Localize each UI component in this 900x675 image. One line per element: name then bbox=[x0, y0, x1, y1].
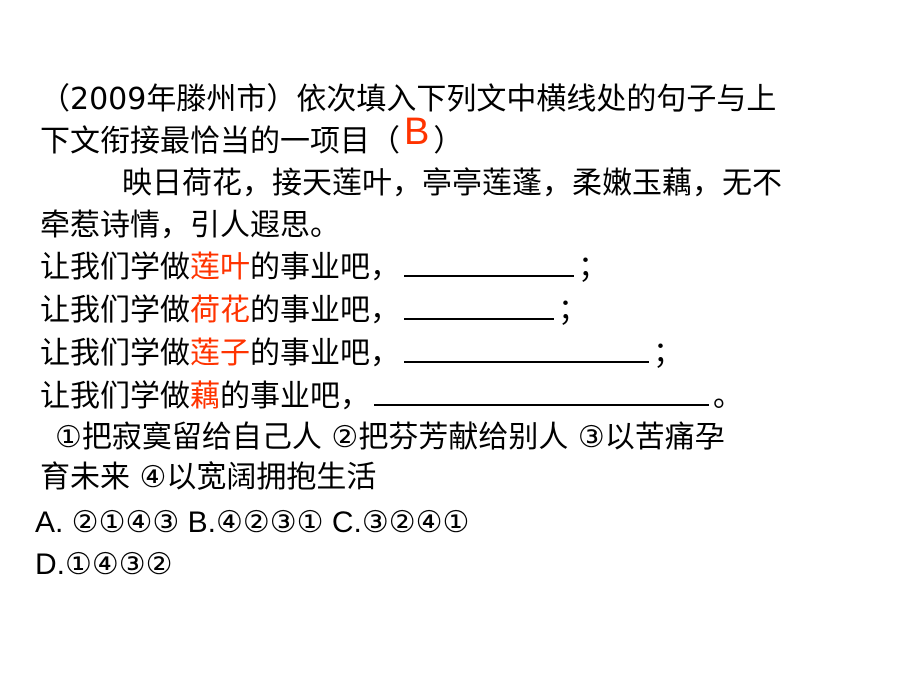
sentence-prefix: 让我们学做 bbox=[40, 336, 190, 371]
choices-line-1: A. ②①④③ B.④②③① C.③②④① bbox=[35, 503, 469, 543]
sentence-prefix: 让我们学做 bbox=[40, 293, 190, 328]
choices-text-2: D.①④③② bbox=[35, 548, 173, 581]
sentence-row: 让我们学做莲叶的事业吧， ； bbox=[40, 248, 608, 288]
answer-blank bbox=[404, 249, 574, 277]
sentence-suffix: 的事业吧， bbox=[250, 250, 400, 285]
sentence-end: ； bbox=[578, 250, 608, 285]
options-text-1: ①把寂寞留给自己人 ②把芬芳献给别人 ③以苦痛孕 bbox=[55, 420, 725, 455]
sentence-suffix: 的事业吧， bbox=[250, 336, 400, 371]
question-close-paren: ） bbox=[433, 124, 464, 159]
answer-blank bbox=[404, 335, 649, 363]
sentence-suffix: 的事业吧， bbox=[220, 379, 370, 414]
sentence-row: 让我们学做莲子的事业吧， ； bbox=[40, 334, 683, 374]
sentence-highlight: 莲子 bbox=[190, 336, 250, 371]
question-line-1: （2009年滕州市）依次填入下列文中横线处的句子与上 bbox=[40, 80, 776, 120]
sentence-prefix: 让我们学做 bbox=[40, 250, 190, 285]
choices-line-2: D.①④③② bbox=[35, 545, 173, 585]
question-text-1: （2009年滕州市）依次填入下列文中横线处的句子与上 bbox=[40, 82, 777, 117]
answer-blank bbox=[404, 292, 554, 320]
question-text-2: 下文衔接最恰当的一项目（ bbox=[40, 124, 400, 159]
sentence-highlight: 荷花 bbox=[190, 293, 250, 328]
choices-text-1: A. ②①④③ B.④②③① C.③②④① bbox=[35, 506, 470, 539]
sentence-end: ； bbox=[558, 293, 588, 328]
sentence-end: ； bbox=[653, 336, 683, 371]
answer-mark: B bbox=[404, 111, 430, 153]
answer-blank bbox=[374, 378, 709, 406]
sentence-row: 让我们学做荷花的事业吧， ； bbox=[40, 291, 588, 331]
sentence-highlight: 莲叶 bbox=[190, 250, 250, 285]
options-line-2: 育未来 ④以宽阔拥抱生活 bbox=[40, 458, 376, 498]
passage-text-1: 映日荷花，接天莲叶，亭亭莲蓬，柔嫩玉藕，无不 bbox=[122, 166, 782, 201]
passage-line-1: 映日荷花，接天莲叶，亭亭莲蓬，柔嫩玉藕，无不 bbox=[122, 164, 782, 204]
sentence-suffix: 的事业吧， bbox=[250, 293, 400, 328]
options-line-1: ①把寂寞留给自己人 ②把芬芳献给别人 ③以苦痛孕 bbox=[55, 418, 725, 458]
passage-text-2: 牵惹诗情，引人遐思。 bbox=[40, 208, 340, 243]
passage-line-2: 牵惹诗情，引人遐思。 bbox=[40, 206, 340, 246]
options-text-2: 育未来 ④以宽阔拥抱生活 bbox=[40, 460, 377, 495]
sentence-end: 。 bbox=[713, 379, 743, 414]
sentence-highlight: 藕 bbox=[190, 379, 220, 414]
sentence-prefix: 让我们学做 bbox=[40, 379, 190, 414]
question-line-2: 下文衔接最恰当的一项目（B） bbox=[40, 112, 464, 162]
sentence-row: 让我们学做藕的事业吧， 。 bbox=[40, 377, 743, 417]
